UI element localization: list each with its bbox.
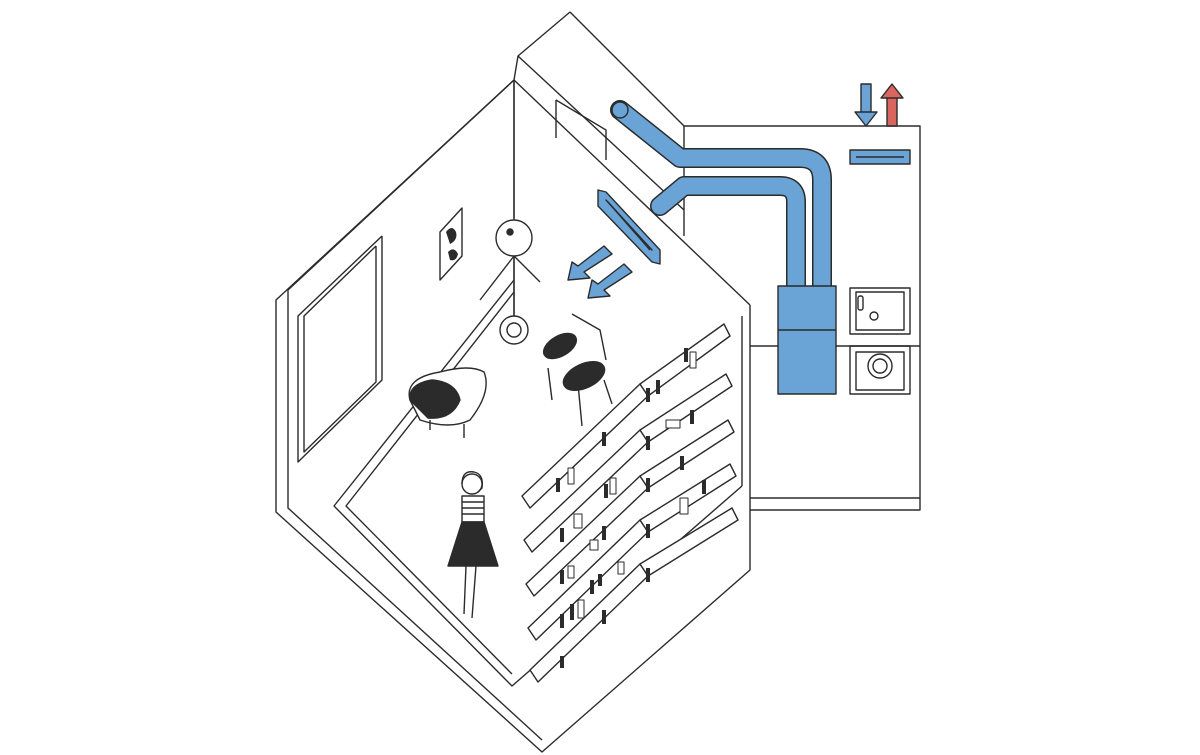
- closet-niche: [555, 99, 607, 160]
- exhaust-arrow-icon: [880, 83, 904, 127]
- room-right-wall-top: [513, 79, 751, 306]
- pendant-lamp: [479, 80, 541, 318]
- dining-chairs: [542, 313, 613, 427]
- duct-end-cap: [611, 101, 629, 119]
- bottle-icon: [857, 295, 864, 311]
- shelf-board: [529, 507, 739, 683]
- window-inner: [303, 245, 377, 453]
- person-figure: [447, 471, 499, 619]
- utility-room: [684, 125, 921, 511]
- washing-machine: [849, 345, 911, 395]
- washing-machine-drum: [872, 358, 888, 374]
- ventilation-unit: [777, 285, 837, 395]
- bookshelf: [521, 323, 739, 683]
- floor-device: [499, 315, 529, 345]
- room-wall-top-edge: [569, 11, 685, 127]
- ventilation-duct: [597, 100, 911, 395]
- room-outer-wall: [275, 11, 751, 753]
- supply-arrow-icon: [854, 83, 878, 127]
- duct-pipe-return: [650, 176, 806, 306]
- window-frame: [297, 235, 383, 463]
- wall-diffuser-slot-line: [607, 201, 651, 251]
- airflow-arrow-icon: [567, 245, 633, 299]
- room-floor-inner: [345, 291, 515, 675]
- books: [556, 348, 706, 668]
- lounge-chair: [408, 367, 487, 438]
- counter-cabinet: [849, 287, 911, 335]
- washing-machine-panel: [855, 351, 905, 391]
- room-right-wall-top-outer: [517, 55, 685, 211]
- wall-poster: [439, 207, 463, 281]
- washing-machine-door: [867, 353, 893, 379]
- jar-icon: [869, 311, 879, 321]
- utility-appliances: [849, 287, 911, 395]
- counter-cabinet-inner: [855, 291, 905, 331]
- room-inner-left-wall: [287, 79, 543, 741]
